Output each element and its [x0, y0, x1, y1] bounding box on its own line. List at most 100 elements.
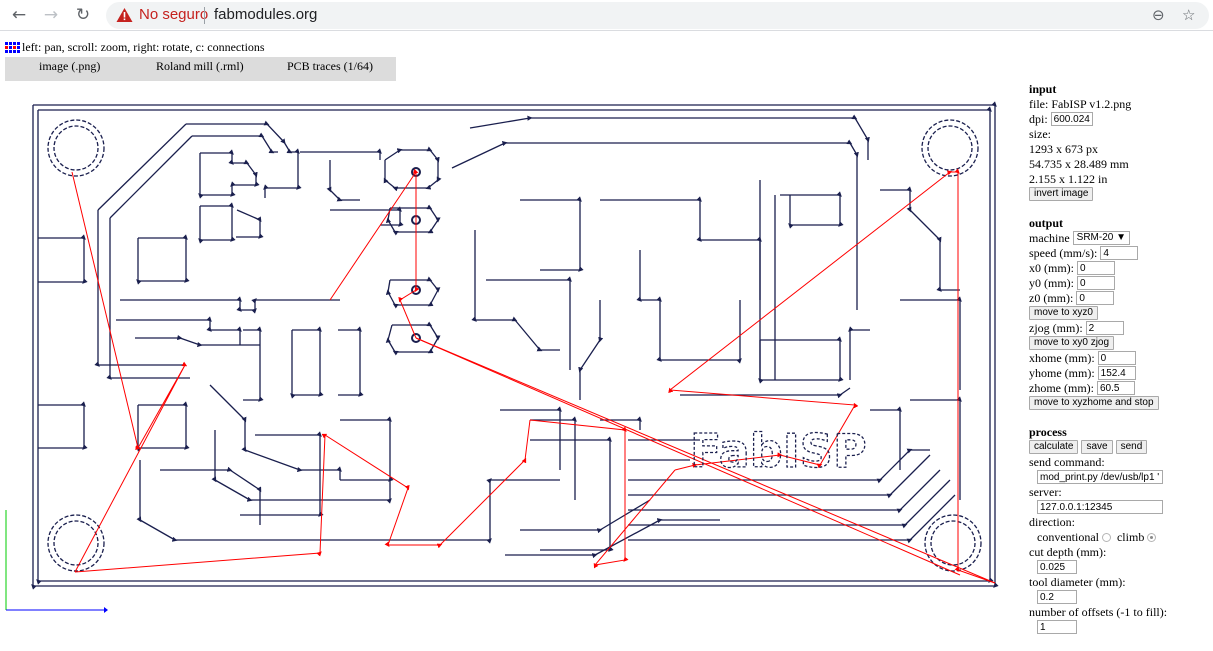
toolpath-trace [236, 209, 264, 239]
send-command-input[interactable] [1037, 470, 1163, 484]
send-button[interactable]: send [1115, 440, 1148, 454]
offsets-input[interactable] [1037, 620, 1077, 634]
rapid-move-path [71, 171, 188, 573]
cut-depth-input[interactable] [1037, 560, 1077, 574]
toolpath-trace [120, 296, 340, 314]
zjog-label: zjog (mm): [1029, 321, 1083, 335]
toolpath-trace [600, 416, 642, 430]
mounting-holes [47, 119, 982, 572]
menu-roland-mill-rml[interactable]: Roland mill (.rml) [156, 59, 244, 73]
toolpath-trace [198, 202, 236, 244]
toolpath-trace [338, 326, 364, 397]
toolpath-trace [600, 196, 762, 300]
zoom-out-icon[interactable]: ⊖ [1152, 6, 1165, 24]
x0-input[interactable] [1077, 261, 1115, 275]
calculate-button[interactable]: calculate [1029, 440, 1079, 454]
rapid-move-path [329, 168, 420, 339]
save-button[interactable]: save [1081, 440, 1113, 454]
offsets-label: number of offsets (-1 to fill): [1029, 605, 1168, 619]
security-label[interactable]: No seguro [139, 6, 209, 23]
mounting-hole-ring [47, 514, 105, 572]
toolpath-trace [680, 387, 851, 399]
toolpath-trace [880, 186, 960, 292]
toolpath-trace [848, 326, 870, 380]
module-menu-bar: image (.png) Roland mill (.rml) PCB trac… [5, 57, 396, 81]
toolpath-trace [383, 146, 442, 192]
star-icon[interactable]: ☆ [1182, 6, 1196, 24]
toolpath-trace [900, 296, 962, 390]
send-command-label: send command: [1029, 455, 1105, 469]
help-line: left: pan, scroll: zoom, right: rotate, … [5, 40, 265, 54]
toolpath-trace [520, 196, 584, 272]
toolpath-trace [290, 326, 324, 399]
dpi-label: dpi: [1029, 112, 1048, 126]
warning-triangle-icon [116, 8, 133, 22]
move-to-xyz0-button[interactable]: move to xyz0 [1029, 306, 1098, 320]
climb-label: climb [1116, 530, 1145, 544]
toolpath-trace [471, 230, 560, 352]
forward-arrow-icon[interactable]: → [43, 5, 59, 25]
reload-icon[interactable]: ↻ [75, 5, 91, 25]
y0-input[interactable] [1077, 276, 1115, 290]
zjog-input[interactable] [1085, 321, 1124, 335]
move-to-xy0-zjog-button[interactable]: move to xy0 zjog [1029, 336, 1115, 350]
tool-diameter-input[interactable] [1037, 590, 1077, 604]
fab-modules-logo-icon [5, 41, 20, 53]
process-heading: process [1029, 425, 1067, 439]
url-text[interactable]: fabmodules.org [214, 6, 318, 23]
toolpath-trace [385, 276, 441, 309]
size-in: 2.155 x 1.122 in [1029, 172, 1108, 186]
invert-image-button[interactable]: invert image [1029, 187, 1094, 201]
zhome-input[interactable] [1096, 381, 1135, 395]
cut-depth-label: cut depth (mm): [1029, 545, 1107, 559]
toolpath-trace [97, 123, 187, 211]
separator [204, 7, 205, 24]
size-px: 1293 x 673 px [1029, 142, 1098, 156]
mounting-hole-ring [924, 514, 982, 572]
move-to-xyzhome-button[interactable]: move to xyzhome and stop [1029, 396, 1159, 410]
direction-label: direction: [1029, 515, 1075, 529]
toolpath-trace [300, 148, 382, 160]
toolpath-trace [106, 218, 190, 380]
toolpath-traces [31, 101, 999, 590]
xhome-input[interactable] [1097, 351, 1136, 365]
address-bar[interactable]: No seguro fabmodules.org ⊖ ☆ [106, 2, 1209, 29]
climb-radio[interactable] [1147, 533, 1157, 542]
toolpath-trace [530, 436, 614, 552]
z0-label: z0 (mm): [1029, 291, 1074, 305]
menu-image-png[interactable]: image (.png) [39, 59, 101, 73]
edge-pad [38, 401, 88, 450]
toolpath-trace [160, 466, 262, 525]
z0-input[interactable] [1076, 291, 1115, 305]
xhome-label: xhome (mm): [1029, 351, 1095, 365]
speed-input[interactable] [1100, 246, 1139, 260]
settings-panel: input file: FabISP v1.2.png dpi: size: 1… [1029, 82, 1213, 635]
toolpath-trace [94, 210, 185, 367]
size-label: size: [1029, 127, 1051, 141]
toolpath-canvas[interactable]: FabISP [0, 88, 1020, 651]
axis-indicator [5, 510, 108, 613]
toolpath-trace [758, 336, 844, 384]
zhome-label: zhome (mm): [1029, 381, 1094, 395]
toolpath-trace [326, 160, 360, 202]
back-arrow-icon[interactable]: ← [11, 5, 27, 25]
menu-pcb-traces[interactable]: PCB traces (1/64) [287, 59, 373, 73]
toolpath-trace [578, 300, 604, 400]
conventional-radio[interactable] [1101, 533, 1111, 542]
toolpath-trace [109, 135, 193, 219]
toolpath-trace [136, 234, 190, 285]
output-heading: output [1029, 216, 1064, 230]
toolpath-trace [780, 191, 844, 229]
y0-label: y0 (mm): [1029, 276, 1074, 290]
toolpath-trace [211, 430, 392, 504]
machine-select[interactable]: SRM-20 ▼ [1072, 231, 1131, 245]
server-input[interactable] [1037, 500, 1163, 514]
mounting-hole-ring [53, 125, 99, 171]
size-mm: 54.735 x 28.489 mm [1029, 157, 1129, 171]
rapid-move-path [529, 419, 676, 569]
file-label: file: FabISP v1.2.png [1029, 97, 1132, 111]
dpi-input[interactable] [1050, 112, 1093, 126]
browser-toolbar: ← → ↻ No seguro fabmodules.org ⊖ ☆ [0, 0, 1213, 31]
yhome-input[interactable] [1097, 366, 1136, 380]
toolpath-trace [870, 406, 902, 470]
